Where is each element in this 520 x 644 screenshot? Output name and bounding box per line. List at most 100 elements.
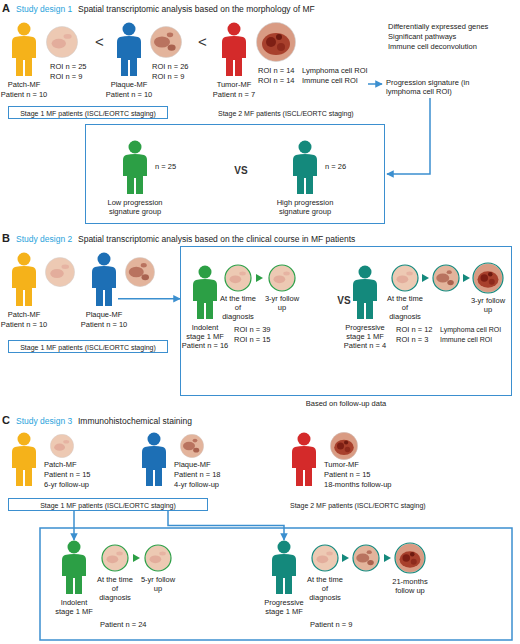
patient-head [199,266,212,279]
annotation: ROI n = 3 [396,335,428,344]
skin-photo [392,265,417,290]
node-label: Plaque-MF [94,80,164,89]
panel-title: Immunohistochemical staining [78,416,192,426]
skin-photo [433,265,458,290]
node-label: 18-months follow-up [324,480,414,489]
annotation: Stage 2 MF patients (ISCL/EORTC staging) [218,109,354,118]
node-label: Patient n = 4 [330,341,400,350]
skin-photo [330,432,357,459]
node-label: Patient n = 7 [199,90,269,99]
photo-ring [353,545,379,571]
annotation: ROI n = 15 [234,335,270,344]
flow-arrow [118,298,180,300]
patient-icon [10,22,38,77]
patient-body [12,36,36,76]
skin-photo [353,545,378,570]
stage-box: Stage 1 MF patients (ISCL/EORTC staging) [8,340,168,353]
node-label: Patient n = 15 [324,470,394,479]
group-box: VSIndolent stage 1 MFPatient n = 16Progr… [180,246,512,396]
flow-arrow [168,511,284,540]
node-label: High progression signature group [265,198,345,216]
panel-title: Spatial transcriptomic analysis based on… [78,234,355,244]
node-label: Patient n = 10 [0,90,59,99]
time-arrow [463,274,470,282]
time-arrow [384,554,391,562]
annotation: At the time of diagnosis [385,294,425,321]
node-label: Patch-MF [44,460,114,469]
node-label: Indolent stage 1 MF [52,598,96,616]
patient-figure: Plaque-MFPatient n = 184-yr follow-up [140,432,168,487]
node-label: n = 25 [155,162,195,171]
panel-title: Study design 3 [16,416,72,426]
photo-ring [433,265,459,291]
skin-photo [312,545,337,570]
annotation: Progression signature (in lymphoma cell … [386,78,486,96]
skin-photo [125,257,154,286]
patient-icon [115,22,143,77]
patient-head [98,253,111,266]
patient-icon [290,432,318,487]
stage-box: Stage 1 MF patients (ISCL/EORTC staging) [8,106,168,119]
time-arrow [256,274,263,282]
patient-body [353,279,377,319]
patient-figure: Tumor-MFPatient n = 7 [220,22,248,77]
group-box: VSn = 25Low progression signature groupn… [85,124,385,224]
photo-ring [395,543,425,573]
node-label: Plaque-MF [174,460,244,469]
patient-head [299,141,312,154]
node-label: Patient n = 10 [94,90,164,99]
patient-body [272,554,296,594]
annotation: ROI n = 14 [258,66,294,75]
annotation: ROI n = 25 [50,62,86,71]
annotation: Based on follow-up data [281,399,411,408]
node-label: Patch-MF [0,80,59,89]
annotation: 21-months follow up [388,577,432,595]
annotation: Lymphoma cell ROI [440,325,501,334]
patient-icon [60,540,88,595]
node-label: Patch-MF [0,310,59,319]
node-label: Progressive stage 1 MF [262,598,306,616]
annotation: Immune cell ROI [302,76,358,85]
annotation: Lymphoma cell ROI [302,66,368,75]
panel-letter: A [2,2,10,14]
patient-figure: Patch-MFPatient n = 156-yr follow-up [10,432,38,487]
patient-figure: Plaque-MFPatient n = 10 [115,22,143,77]
patient-icon [10,252,38,307]
patient-body [222,36,246,76]
annotation: ROI n = 9 [152,72,184,81]
node-label: Progressive stage 1 MF [343,323,387,341]
skin-photo [150,26,181,57]
patient-head [298,433,311,446]
skin-photo [46,26,77,57]
node-label: Stage 1 MF patients (ISCL/EORTC staging) [9,109,167,118]
annotation: Significant pathways [388,32,456,41]
patient-icon [291,140,319,195]
time-arrow [342,554,349,562]
node-label: Plaque-MF [69,310,139,319]
annotation: Immune cell ROI [440,335,492,344]
patient-head [129,141,142,154]
node-label: Low progression signature group [95,198,175,216]
node-label: Indolent stage 1 MF [183,323,227,341]
annotation: At the time of diagnosis [218,294,258,321]
patient-figure: Progressive stage 1 MFPatient n = 4 [351,265,379,320]
time-arrow [422,274,429,282]
node-label: Patient n = 10 [0,320,59,329]
annotation: At the time of diagnosis [305,575,345,602]
annotation: < [95,34,104,50]
patient-body [12,266,36,306]
patient-head [148,433,161,446]
skin-photo [45,257,74,286]
stage-box: Stage 1 MF patients (ISCL/EORTC staging) [8,498,208,511]
node-label: Patient n = 10 [69,320,139,329]
patient-body [92,266,116,306]
skin-photo [473,263,502,292]
patient-figure: Tumor-MFPatient n = 1518-months follow-u… [290,432,318,487]
flow-arrow [368,83,382,85]
annotation: Immune cell deconvolution [388,42,477,51]
patient-body [142,446,166,486]
patient-head [278,541,291,554]
patient-body [62,554,86,594]
annotation: Differentially expressed genes [388,22,488,31]
